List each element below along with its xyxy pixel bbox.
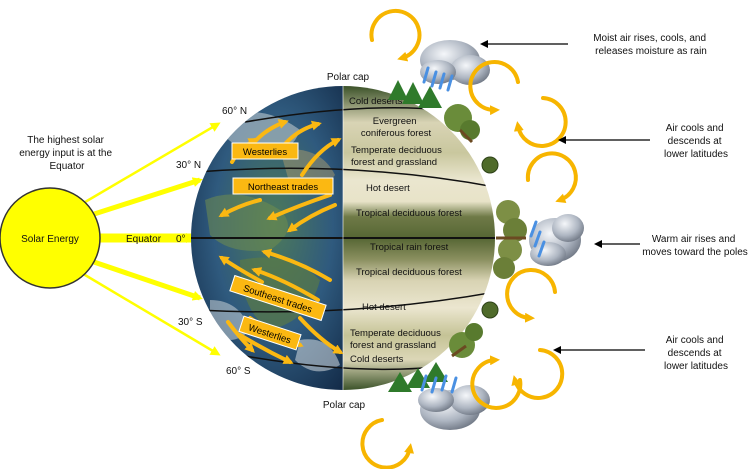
lat-30n: 30° N	[176, 160, 201, 171]
circulation-cells	[360, 8, 578, 469]
cactus-south-icon	[481, 301, 499, 319]
cold-deserts-north: Cold deserts	[349, 96, 403, 107]
rain-cloud-south-icon	[418, 374, 490, 430]
rain-cloud-north-icon	[420, 40, 490, 92]
lat-60s: 60° S	[226, 366, 251, 377]
ray-60s	[79, 270, 221, 356]
conifer-trees-north-icon	[388, 80, 442, 108]
lat-0: 0°	[176, 234, 186, 245]
westerlies-north-label: Westerlies	[243, 147, 287, 158]
equator-label: Equator	[126, 234, 162, 245]
cools-south-note: Air cools and descends at lower latitude…	[664, 335, 728, 372]
biome-labels: Polar cap Cold deserts Evergreen conifer…	[323, 72, 462, 411]
tropical-deciduous-south: Tropical deciduous forest	[356, 267, 462, 278]
sun-label: Solar Energy	[21, 234, 79, 245]
ray-30s	[87, 257, 203, 301]
deciduous-tree-south-icon	[449, 323, 483, 358]
evergreen-label: Evergreen coniferous forest	[361, 116, 432, 139]
lat-line-30s	[196, 291, 495, 313]
cools-north-note: Air cools and descends at lower latitude…	[664, 123, 728, 160]
temperate-south-label: Temperate deciduous forest and grassland	[350, 328, 443, 351]
annotation-arrows	[480, 40, 650, 354]
sun-note: The highest solar energy input is at the…	[19, 135, 115, 172]
lat-line-30n	[196, 167, 495, 188]
warm-air-note: Warm air rises and moves toward the pole…	[642, 234, 748, 258]
deciduous-tree-north-icon	[444, 104, 480, 144]
solar-rays	[79, 122, 221, 356]
tropical-trees-icon	[493, 200, 527, 279]
lat-30s: 30° S	[178, 317, 203, 328]
moist-air-note: Moist air rises, cools, and releases moi…	[593, 33, 709, 57]
tropical-rain-forest: Tropical rain forest	[370, 242, 449, 253]
sun	[0, 187, 101, 289]
cold-deserts-south: Cold deserts	[350, 354, 404, 365]
northeast-trades-label: Northeast trades	[248, 182, 318, 193]
temperate-north-label: Temperate deciduous forest and grassland	[351, 145, 444, 168]
earth-half	[191, 86, 343, 390]
polar-cap-south: Polar cap	[323, 400, 366, 411]
tropical-deciduous-north: Tropical deciduous forest	[356, 208, 462, 219]
ray-60n	[79, 122, 221, 207]
rain-cloud-equator-icon	[529, 214, 584, 266]
hot-desert-north: Hot desert	[366, 183, 410, 194]
lat-60n: 60° N	[222, 106, 247, 117]
hot-desert-south: Hot desert	[362, 302, 406, 313]
cactus-north-icon	[481, 156, 499, 174]
ray-30n	[87, 177, 203, 219]
polar-cap-north: Polar cap	[327, 72, 370, 83]
